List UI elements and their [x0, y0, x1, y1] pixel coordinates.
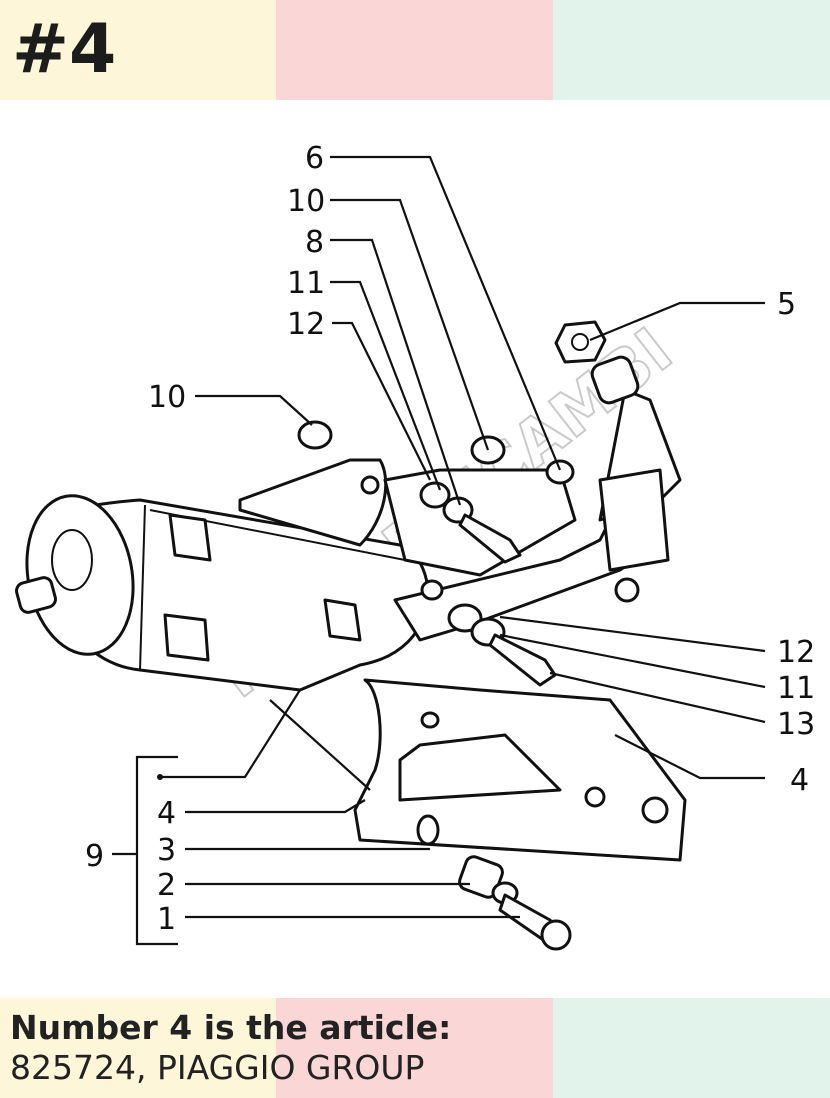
callout-9: 9: [85, 839, 104, 874]
band-segment-yellow: [0, 998, 276, 1098]
band-segment-pink: [276, 0, 553, 100]
article-code-and-maker: 825724, PIAGGIO GROUP: [10, 1048, 425, 1087]
bottom-color-band: [0, 998, 830, 1098]
callout-4-right: 4: [790, 763, 809, 798]
muffler-drawing: [15, 320, 687, 951]
callout-3: 3: [157, 833, 176, 868]
callout-10-left: 10: [148, 380, 186, 415]
callout-13: 13: [777, 707, 815, 742]
callout-12-top: 12: [287, 307, 325, 342]
callout-2: 2: [157, 868, 176, 903]
callout-10-top: 10: [287, 184, 325, 219]
callout-4-left: 4: [157, 796, 176, 831]
callout-labels: 6 10 8 11 12 5 10 12 11 13 4 9 4 3 2 1: [85, 141, 815, 937]
band-segment-mint: [553, 998, 830, 1098]
band-segment-pink: [276, 998, 553, 1098]
callout-5: 5: [777, 287, 796, 322]
exploded-parts-diagram: MOTORRICAMBI: [15, 141, 815, 951]
callout-12-right: 12: [777, 635, 815, 670]
callout-1: 1: [157, 902, 176, 937]
callout-11-top: 11: [287, 266, 325, 301]
callout-11-right: 11: [777, 671, 815, 706]
band-segment-yellow: [0, 0, 276, 100]
article-caption: Number 4 is the article: 825724, PIAGGIO…: [10, 1008, 820, 1088]
top-color-band: [0, 0, 830, 100]
band-segment-mint: [553, 0, 830, 100]
item-number-title: #4: [12, 10, 117, 89]
callout-6: 6: [305, 141, 324, 176]
callout-8: 8: [305, 225, 324, 260]
caption-heading: Number 4 is the article:: [10, 1008, 452, 1047]
leader-lines: [112, 155, 766, 946]
bullet-marker: [157, 774, 163, 780]
